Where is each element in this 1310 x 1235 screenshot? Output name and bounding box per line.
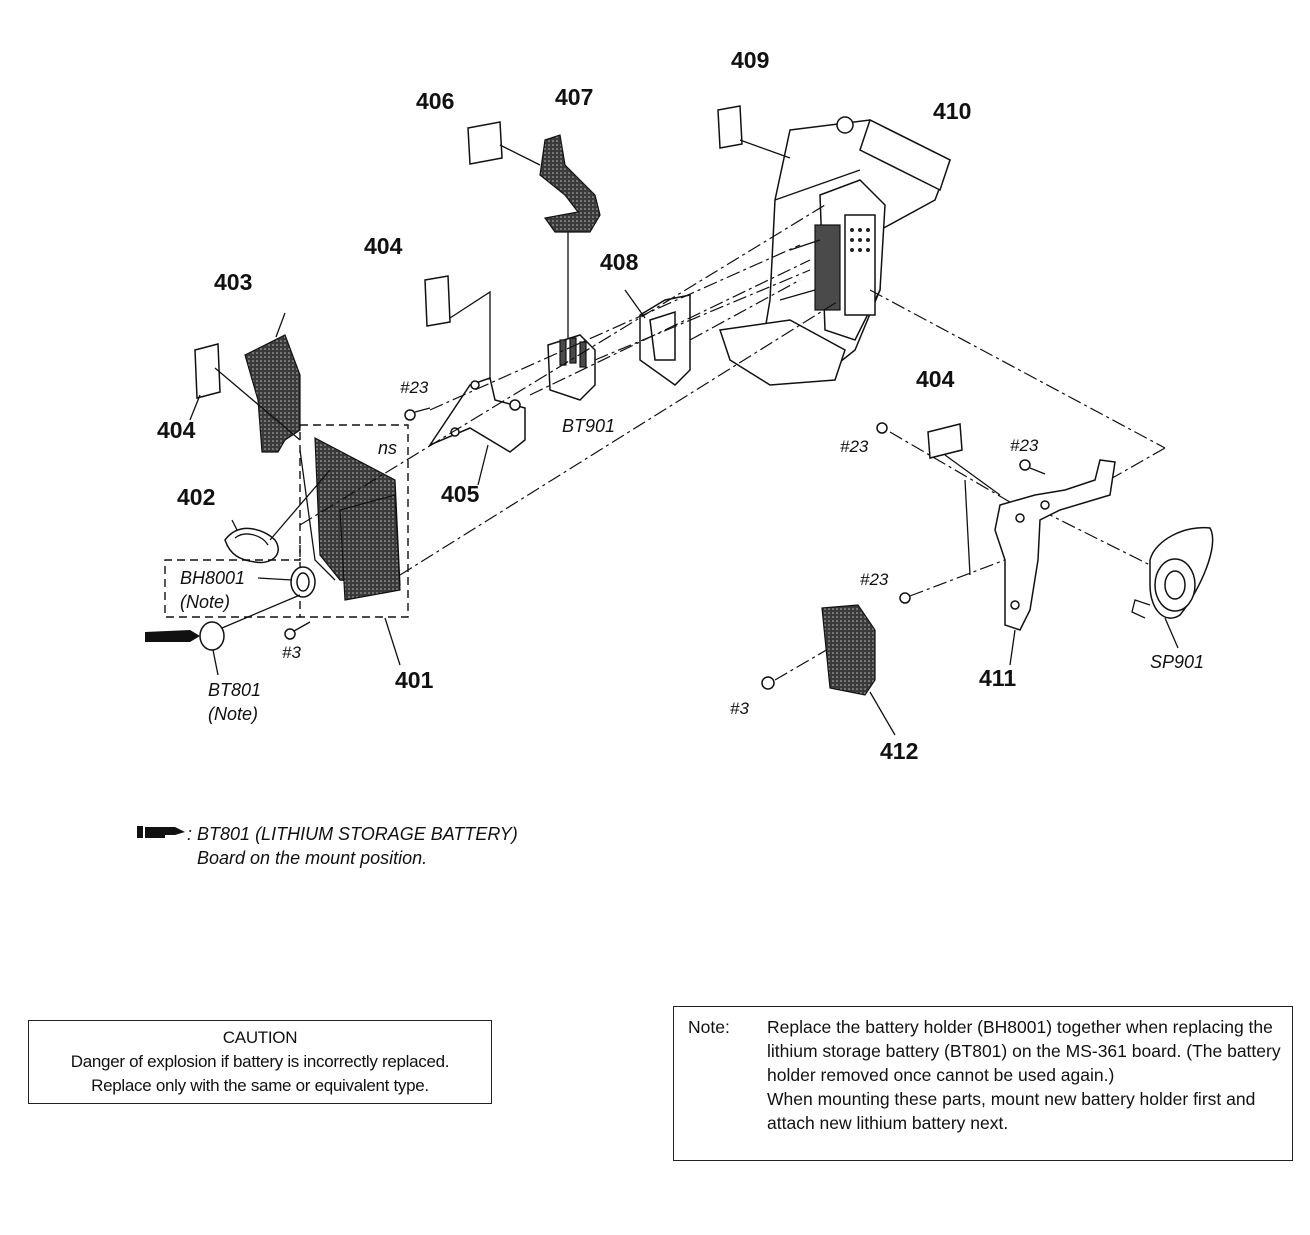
label-screw-3-a: #3 — [282, 643, 301, 662]
pointing-hand-icon — [137, 826, 185, 838]
sheet-404-left — [194, 343, 221, 399]
label-411: 411 — [979, 665, 1016, 691]
cable-402 — [224, 469, 331, 564]
caution-title: CAUTION — [222, 1028, 298, 1047]
label-screw-23-a: #23 — [400, 378, 429, 397]
caution-line1: Danger of explosion if battery is incorr… — [70, 1052, 450, 1071]
label-ns: ns — [378, 438, 397, 458]
sheet-406 — [467, 121, 503, 165]
screw-23-c — [1019, 459, 1046, 475]
caution-line2: Replace only with the same or equivalent… — [91, 1076, 429, 1095]
label-405: 405 — [441, 481, 480, 507]
label-screw-23-d: #23 — [860, 570, 889, 589]
caution-box: CAUTION Danger of explosion if battery i… — [28, 1020, 492, 1104]
board-412 — [821, 604, 896, 736]
label-401: 401 — [395, 667, 434, 693]
bracket-405 — [427, 377, 526, 486]
legend-line2: Board on the mount position. — [197, 848, 428, 868]
legend-text: : BT801 (LITHIUM STORAGE BATTERY) Board … — [187, 822, 518, 870]
label-408: 408 — [600, 249, 639, 275]
note-box: Note: Replace the battery holder (BH8001… — [673, 1006, 1293, 1161]
sheet-404-mid — [424, 275, 451, 327]
label-bh8001-note: (Note) — [180, 592, 230, 612]
note-paragraph-2: When mounting these parts, mount new bat… — [767, 1089, 1256, 1133]
note-body: Replace the battery holder (BH8001) toge… — [767, 1015, 1282, 1135]
speaker-sp901 — [1131, 526, 1214, 649]
label-410: 410 — [933, 98, 971, 124]
label-screw-23-c: #23 — [1010, 436, 1039, 455]
screw-3-a — [284, 621, 311, 640]
sheet-403 — [244, 334, 301, 453]
bracket-411 — [994, 459, 1116, 666]
screw-23-a — [404, 407, 431, 421]
legend-line1: BT801 (LITHIUM STORAGE BATTERY) — [197, 824, 518, 844]
screw-23-d — [899, 592, 911, 604]
board-401 — [299, 424, 409, 618]
label-bh8001: BH8001 — [180, 568, 245, 588]
pointing-hand-marker — [145, 630, 200, 642]
main-frame-410 — [719, 116, 951, 386]
sheet-404-right — [927, 423, 963, 459]
note-paragraph-1: Replace the battery holder (BH8001) toge… — [767, 1017, 1281, 1085]
screw-23-b — [876, 422, 888, 434]
legend-separator: : — [187, 824, 193, 844]
label-screw-23-b: #23 — [840, 437, 869, 456]
label-404-mid: 404 — [364, 233, 403, 259]
label-bt801: BT801 — [208, 680, 261, 700]
label-407: 407 — [555, 84, 593, 110]
label-sp901: SP901 — [1150, 652, 1204, 672]
label-403: 403 — [214, 269, 252, 295]
screw-3-b — [761, 676, 775, 690]
label-404-right: 404 — [916, 366, 955, 392]
label-404-left: 404 — [157, 417, 196, 443]
label-409: 409 — [731, 47, 769, 73]
label-402: 402 — [177, 484, 215, 510]
sheet-409 — [717, 105, 743, 149]
label-bt901: BT901 — [562, 416, 615, 436]
label-screw-3-b: #3 — [730, 699, 749, 718]
flex-cable-407 — [539, 134, 601, 233]
battery-bt801 — [199, 621, 225, 651]
label-406: 406 — [416, 88, 454, 114]
bracket-408 — [624, 289, 691, 386]
bt901-part — [547, 334, 596, 401]
label-412: 412 — [880, 738, 918, 764]
label-bt801-note: (Note) — [208, 704, 258, 724]
note-label: Note: — [688, 1017, 730, 1037]
